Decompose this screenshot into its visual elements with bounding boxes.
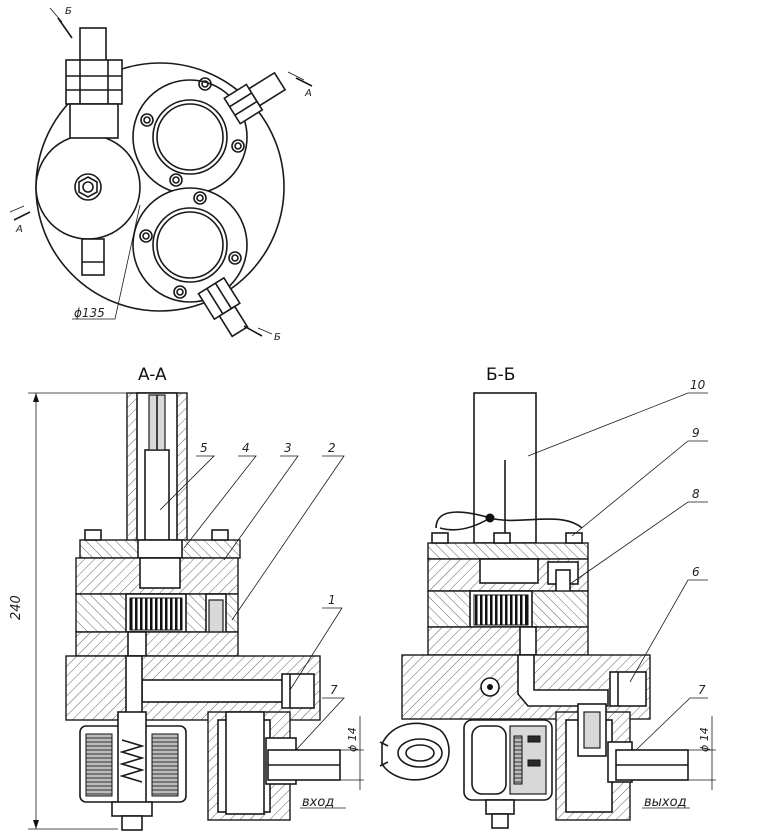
bb-top-plate xyxy=(427,542,589,560)
upper-fitting xyxy=(223,71,287,125)
leader-7-right: 7 xyxy=(698,683,706,697)
left-stem xyxy=(81,238,105,276)
leader-5: 5 xyxy=(200,441,208,455)
aa-spring xyxy=(119,739,145,783)
aa-lower-block xyxy=(75,631,239,657)
leader-6: 6 xyxy=(692,565,700,579)
bb-clamp xyxy=(381,722,450,781)
top-view: Б A A Б ϕ135 xyxy=(9,6,313,343)
top-valve-nut xyxy=(65,59,123,105)
section-mark-b-top: Б xyxy=(65,6,72,17)
diameter-label: ϕ135 xyxy=(74,306,105,320)
aa-channel xyxy=(141,679,303,703)
top-valve-body xyxy=(69,103,119,139)
bb-lower-block xyxy=(427,626,589,656)
lower-flange xyxy=(132,187,248,303)
section-aa-title: A-A xyxy=(138,365,167,385)
outlet-label: выход xyxy=(644,795,687,810)
height-dim-label: 240 xyxy=(9,595,24,620)
section-mark-a-top: A xyxy=(304,88,312,99)
diameter-leader xyxy=(72,204,141,320)
pipe-dim-right: ϕ 14 xyxy=(698,727,711,752)
leader-3: 3 xyxy=(284,441,292,455)
section-bb-title: Б-Б xyxy=(486,365,515,385)
section-mark-b-bottom: Б xyxy=(274,332,281,343)
leader-10: 10 xyxy=(690,378,706,392)
section-mark-a-left: A xyxy=(15,224,23,235)
leader-4: 4 xyxy=(242,441,250,455)
section-b-top-line xyxy=(57,17,73,39)
leader-8: 8 xyxy=(692,487,700,501)
leader-1: 1 xyxy=(328,593,336,607)
left-disk-nut xyxy=(78,176,98,198)
section-aa: A-A xyxy=(9,365,364,831)
aa-rod xyxy=(144,449,170,546)
pipe-dim-left: ϕ 14 xyxy=(346,727,359,752)
section-bb: Б-Б xyxy=(379,365,716,829)
top-valve-stem xyxy=(79,27,107,63)
leader-2: 2 xyxy=(328,441,336,455)
leader-9: 9 xyxy=(692,426,700,440)
leader-7-left: 7 xyxy=(330,683,338,697)
lower-fitting xyxy=(197,276,249,338)
inlet-label: вход xyxy=(302,795,334,810)
bb-channel xyxy=(517,654,609,707)
